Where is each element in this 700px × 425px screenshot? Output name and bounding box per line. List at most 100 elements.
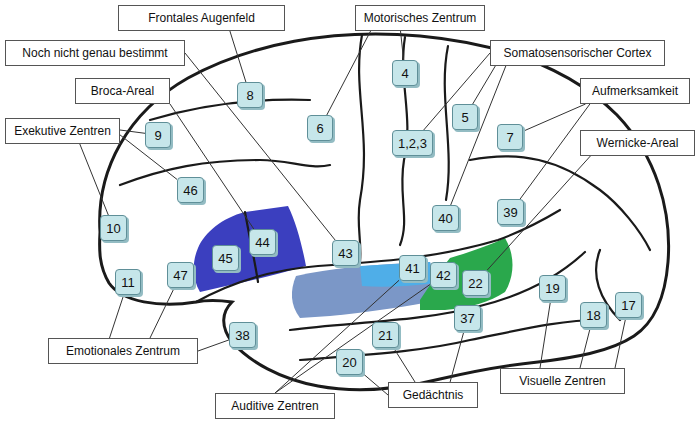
leader-line	[394, 348, 415, 382]
area-number: 18	[580, 302, 607, 328]
leader-line	[150, 288, 174, 338]
label-box: Auditive Zentren	[215, 393, 335, 419]
leader-line	[401, 31, 404, 60]
label-box: Gedächtnis	[388, 382, 478, 408]
sulci	[120, 35, 650, 360]
area-number: 19	[539, 275, 566, 301]
label-text: Gedächtnis	[403, 388, 464, 402]
area-number-text: 39	[503, 205, 517, 220]
label-text: Somatosensorischer Cortex	[503, 46, 651, 60]
leader-line	[120, 130, 145, 133]
area-number: 47	[167, 262, 194, 288]
label-text: Emotionales Zentrum	[66, 344, 180, 358]
leader-line	[363, 374, 388, 395]
leader-line	[275, 280, 399, 393]
area-number: 40	[432, 205, 459, 231]
label-text: Frontales Augenfeld	[148, 11, 255, 25]
area-number: 7	[497, 124, 523, 150]
label-text: Auditive Zentren	[231, 399, 318, 413]
leader-line	[198, 340, 229, 351]
precentral-sulcus	[359, 35, 364, 262]
leader-line	[80, 144, 109, 215]
area-number: 17	[615, 292, 642, 318]
label-text: Noch nicht genau bestimmt	[22, 46, 167, 60]
leader-line	[275, 285, 430, 394]
label-box: Somatosensorischer Cortex	[490, 40, 665, 66]
area-number: 21	[372, 322, 399, 348]
area-number-text: 8	[246, 88, 253, 103]
label-box: Visuelle Zentren	[500, 368, 625, 394]
area-number: 42	[430, 262, 457, 288]
leader-line	[473, 66, 496, 104]
label-box: Motorisches Zentrum	[355, 5, 485, 31]
area-number-text: 4	[401, 66, 408, 81]
area-number-text: 41	[405, 261, 419, 276]
inferior-frontal-sulcus	[120, 160, 330, 185]
area-number: 10	[100, 215, 127, 241]
label-text: Broca-Areal	[91, 84, 154, 98]
area-number-text: 47	[173, 268, 187, 283]
area-number-text: 5	[461, 110, 468, 125]
area-number: 46	[177, 177, 204, 203]
area-number: 9	[145, 122, 171, 148]
area-number-text: 45	[218, 251, 232, 266]
leader-line	[615, 318, 626, 368]
label-box: Noch nicht genau bestimmt	[5, 40, 185, 66]
label-box: Frontales Augenfeld	[118, 5, 285, 31]
leader-line	[540, 301, 551, 368]
area-number: 22	[462, 270, 489, 296]
area-number-text: 22	[468, 276, 482, 291]
area-number-text: 40	[438, 211, 452, 226]
label-box: Aufmerksamkeit	[580, 78, 690, 104]
leader-line	[327, 31, 371, 115]
area-number-text: 9	[154, 128, 161, 143]
area-number: 20	[336, 349, 363, 375]
area-number-text: 7	[506, 130, 513, 145]
area-number-text: 20	[342, 355, 356, 370]
area-number-text: 21	[378, 328, 392, 343]
area-number: 4	[392, 60, 418, 86]
area-number-text: 11	[121, 275, 135, 290]
area-number: 1,2,3	[392, 130, 433, 156]
leader-line	[523, 104, 586, 131]
postcentral-sulcus	[445, 46, 449, 200]
leader-line	[580, 328, 590, 368]
label-box: Exekutive Zentren	[5, 118, 120, 144]
leader-line	[450, 331, 464, 382]
area-number-text: 18	[586, 308, 600, 323]
label-text: Wernicke-Areal	[597, 136, 679, 150]
label-text: Aufmerksamkeit	[592, 84, 678, 98]
label-box: Emotionales Zentrum	[48, 338, 198, 364]
area-number-text: 37	[460, 311, 474, 326]
label-text: Visuelle Zentren	[519, 374, 606, 388]
area-number-text: 19	[545, 281, 559, 296]
area-number: 43	[332, 240, 359, 266]
label-text: Motorisches Zentrum	[364, 11, 477, 25]
area-number-text: 1,2,3	[398, 136, 427, 151]
area-number: 11	[115, 269, 141, 295]
leader-line	[487, 156, 590, 270]
leader-line	[170, 104, 254, 229]
area-number: 44	[249, 229, 276, 255]
area-number-text: 17	[621, 298, 635, 313]
area-number: 41	[399, 255, 426, 281]
area-number: 8	[237, 82, 263, 108]
leader-line	[230, 31, 246, 82]
area-number: 5	[452, 104, 478, 130]
area-number-text: 38	[235, 328, 249, 343]
area-number-text: 6	[316, 121, 323, 136]
intraparietal-sulcus	[470, 156, 650, 250]
area-number: 45	[212, 245, 239, 271]
area-number: 38	[229, 322, 256, 348]
label-box: Broca-Areal	[75, 78, 170, 104]
area-number-text: 10	[106, 221, 120, 236]
area-number: 37	[454, 305, 481, 331]
area-number: 39	[497, 199, 524, 225]
leader-line	[110, 295, 124, 338]
label-box: Wernicke-Areal	[580, 130, 695, 156]
area-number: 6	[307, 115, 333, 141]
area-number-text: 42	[436, 268, 450, 283]
label-text: Exekutive Zentren	[14, 124, 111, 138]
area-number-text: 46	[183, 183, 197, 198]
